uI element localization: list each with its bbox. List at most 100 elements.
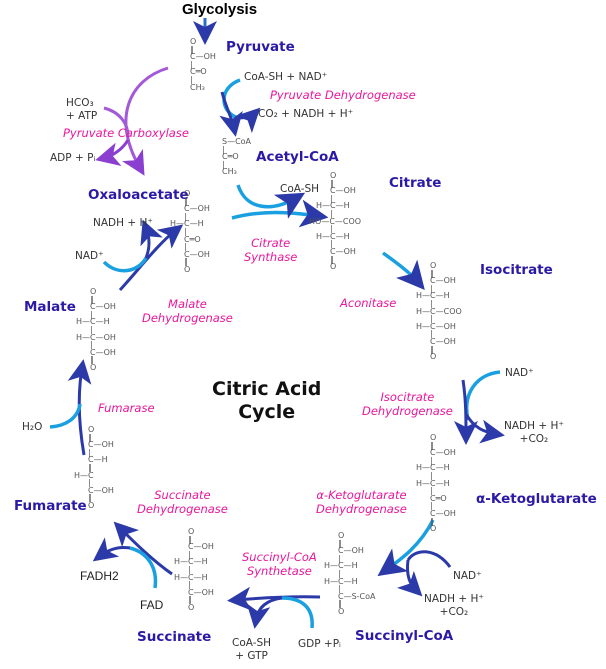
- structure-row: ‖: [88, 493, 92, 503]
- structure-row: ‖: [430, 516, 434, 526]
- enzyme-label-line: Dehydrogenase: [142, 310, 233, 325]
- mdh-main-arrow: [118, 224, 184, 292]
- structure-row: C—OH: [184, 204, 210, 214]
- structure-row: |: [330, 239, 333, 249]
- structure-row: |: [338, 569, 341, 578]
- structure-row: ‖: [430, 344, 434, 354]
- structure-row: H—C—H: [316, 201, 350, 211]
- akg-main-arrow: [377, 519, 435, 577]
- structure-row: H—C—COO: [416, 306, 462, 316]
- scs-cofactor-in-arrow: [281, 596, 314, 629]
- pc-main-arrow: [122, 66, 169, 176]
- structure-row: H—C—H: [170, 219, 204, 229]
- structure-row: |: [430, 501, 433, 511]
- structure-row: C—H: [88, 455, 108, 465]
- structure-row: C—OH: [90, 302, 116, 312]
- structure-row: O: [188, 527, 195, 536]
- structure-row: O: [188, 603, 195, 612]
- structure-row: |: [430, 329, 433, 339]
- structure-row: |: [188, 549, 191, 559]
- structure-row: C—OH: [188, 542, 214, 552]
- structure-row: C—OH: [430, 448, 456, 458]
- center-label: Citric Acid Cycle: [212, 378, 321, 424]
- cofactor-mdh-out: NADH + H⁺: [93, 217, 153, 229]
- structure-row: |: [190, 59, 193, 69]
- structure-row: H—C—H: [416, 291, 450, 301]
- enzyme-aconitase: Aconitase: [340, 296, 397, 310]
- center-label-line-2: Cycle: [238, 400, 296, 423]
- akg-cofactor-in-arrow: [406, 550, 452, 568]
- cofactor-scs-in: GDP +Pᵢ: [298, 638, 341, 650]
- structure-row: C═O: [222, 152, 239, 162]
- structure-row: C—S-CoA: [338, 591, 376, 601]
- structure-row: C—OH: [430, 337, 456, 346]
- structure-row: H—C—H: [324, 576, 358, 586]
- structure-row: C—OH: [430, 509, 456, 518]
- structure-row: |: [430, 314, 433, 324]
- structure-row: ‖: [90, 294, 94, 304]
- structure-row: O: [338, 607, 345, 616]
- fumarase-cofactor-in-arrow: [49, 403, 82, 429]
- structure-row: O: [430, 524, 437, 534]
- structure-row: C—OH: [330, 247, 356, 256]
- enzyme-akg-dehydrogenase: α-Ketoglutarate Dehydrogenase: [316, 488, 407, 517]
- structure-row: |: [184, 227, 187, 236]
- scs-cofactor-out-arrow: [246, 596, 283, 629]
- cofactor-akg-in: NAD⁺: [453, 570, 482, 582]
- structure-row: |: [222, 159, 225, 169]
- enzyme-label-line: Synthase: [244, 249, 298, 264]
- structure-row: ‖: [88, 432, 92, 442]
- cofactor-line: HCO₃: [66, 97, 94, 109]
- structure-row: ‖: [90, 355, 94, 365]
- structure-row: |: [430, 455, 433, 465]
- cofactor-line: NADH + H⁺: [504, 420, 564, 432]
- structure-row: H—C—H: [416, 463, 450, 473]
- cofactor-line: + GTP: [235, 650, 268, 663]
- enzyme-pyruvate-dehydrogenase: Pyruvate Dehydrogenase: [270, 88, 416, 102]
- cofactor-scs-out: CoA-SH + GTP: [232, 637, 271, 663]
- structure-row: C—OH: [338, 546, 364, 556]
- structure-row: O: [184, 265, 191, 274]
- structure-row: |: [430, 283, 433, 293]
- structure-row: C—OH: [184, 249, 210, 259]
- molecule-citrate: Citrate: [389, 175, 442, 191]
- structure-row: |: [188, 565, 191, 574]
- cofactor-pc-in: HCO₃ + ATP: [66, 97, 97, 123]
- scs-main-arrow: [227, 586, 321, 611]
- pc-cofactor-out-arrow: [95, 139, 130, 166]
- enzyme-label-line: Malate: [168, 297, 207, 311]
- fumarase-main-arrow: [67, 359, 92, 456]
- structure-row: |: [430, 471, 433, 480]
- structure-row: C—OH: [88, 485, 114, 495]
- structure-row: O: [430, 352, 437, 362]
- cofactor-fumarase-in: H₂O: [22, 421, 43, 433]
- structure-row: O: [90, 287, 97, 296]
- structure-row: C═O: [184, 234, 201, 244]
- structure-row: ‖: [330, 178, 334, 188]
- structure-row: |: [338, 584, 341, 594]
- cofactor-line: +CO₂: [519, 433, 549, 446]
- structure-row: |: [188, 580, 191, 590]
- structure-row: |: [90, 309, 93, 319]
- structure-row: H—C—OH: [416, 321, 456, 331]
- structure-row: HO—C—COO: [309, 216, 362, 226]
- enzyme-malate-dehydrogenase: Malate Dehydrogenase: [142, 297, 233, 326]
- cofactor-line: +CO₂: [439, 606, 469, 619]
- structure-row: C—OH: [190, 52, 216, 62]
- enzyme-label-line: Succinate: [154, 488, 211, 502]
- structure-row: ‖: [190, 44, 194, 54]
- structure-row: O: [184, 189, 191, 198]
- enzyme-succinate-dehydrogenase: Succinate Dehydrogenase: [137, 488, 228, 517]
- cofactor-pdh-out: CO₂ + NADH + H⁺: [258, 108, 354, 120]
- structure-row: C═O: [190, 67, 207, 77]
- molecule-malate: Malate: [24, 299, 76, 315]
- structure-row: |: [330, 193, 333, 203]
- structure-row: O: [330, 171, 337, 180]
- structure-row: O: [330, 262, 337, 272]
- structure-row: O: [88, 425, 95, 434]
- structure-row: ‖: [430, 268, 434, 278]
- idh-cofactor-out-arrow: [464, 413, 505, 444]
- structure-row: C—OH: [88, 440, 114, 450]
